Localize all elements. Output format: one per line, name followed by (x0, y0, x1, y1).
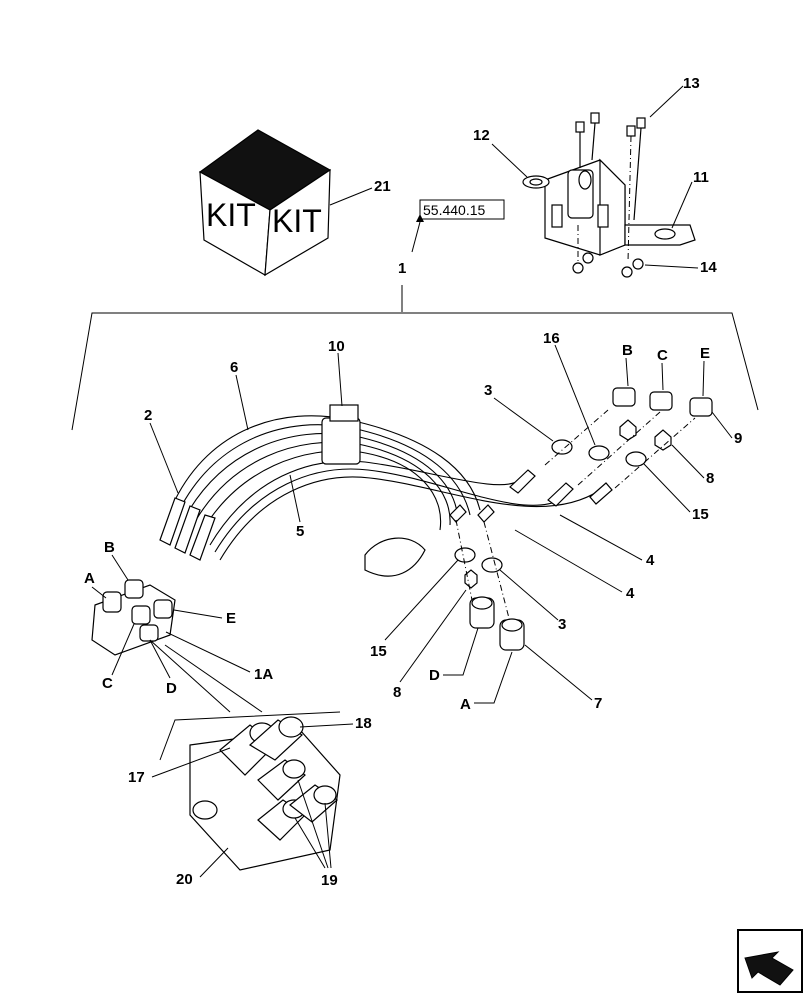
coupler-block-icon (159, 711, 341, 871)
callout-15-right: 15 (692, 506, 709, 523)
callout-4-lower: 4 (626, 585, 635, 602)
reference-box (419, 199, 505, 220)
callout-8-right: 8 (706, 470, 714, 487)
callout-2: 2 (144, 407, 152, 424)
bracket-icon (522, 112, 696, 278)
kit-label-right: KIT (272, 203, 322, 239)
label-A-bottom: A (460, 696, 471, 713)
callout-16: 16 (543, 330, 560, 347)
left-coupler-group (91, 579, 176, 656)
callout-10: 10 (328, 338, 345, 355)
callout-7: 7 (594, 695, 602, 712)
callout-14: 14 (700, 259, 717, 276)
callout-3-lower: 3 (558, 616, 566, 633)
callout-11: 11 (693, 169, 709, 186)
callout-12: 12 (473, 127, 490, 144)
callout-15-lower: 15 (370, 643, 387, 660)
callout-3-top: 3 (484, 382, 492, 399)
label-A-left: A (84, 570, 95, 587)
next-page-arrow-icon[interactable] (737, 929, 803, 993)
label-E-top: E (700, 345, 710, 362)
callout-19: 19 (321, 872, 338, 889)
label-B-left: B (104, 539, 115, 556)
kit-label-left: KIT (206, 197, 256, 233)
callout-18: 18 (355, 715, 372, 732)
callout-17: 17 (128, 769, 145, 786)
fittings-group (544, 387, 713, 489)
label-E-left: E (226, 610, 236, 627)
callout-6: 6 (230, 359, 238, 376)
callout-13: 13 (683, 75, 700, 92)
assembly-bracket-line (71, 312, 759, 431)
kit-box-icon: KIT KIT (198, 129, 332, 277)
callout-20: 20 (176, 871, 193, 888)
reference-text: 55.440.15 (423, 202, 485, 218)
label-D-bottom: D (429, 667, 440, 684)
label-B-top: B (622, 342, 633, 359)
label-C-top: C (657, 347, 668, 364)
callout-4-upper: 4 (646, 552, 655, 569)
callout-21: 21 (374, 178, 391, 195)
callout-9: 9 (734, 430, 742, 447)
callout-8-lower: 8 (393, 684, 401, 701)
lower-fittings-group (454, 519, 525, 651)
callout-1: 1 (398, 260, 406, 277)
label-C-left: C (102, 675, 113, 692)
hose-harness-icon (159, 404, 613, 577)
callout-1A: 1A (254, 666, 273, 683)
label-D-left: D (166, 680, 177, 697)
callout-5: 5 (296, 523, 304, 540)
